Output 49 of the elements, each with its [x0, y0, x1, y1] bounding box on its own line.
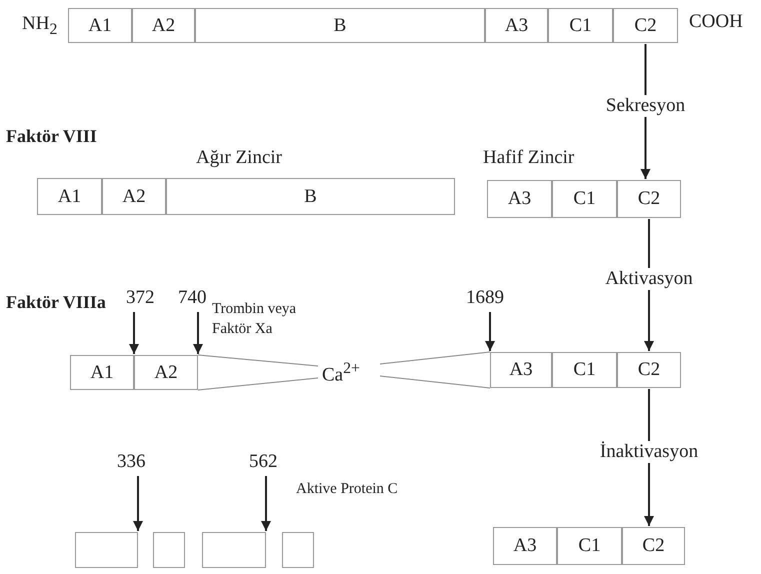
domain-segment: A3 — [485, 8, 548, 43]
residue-number: 336 — [117, 452, 146, 473]
domain-segment: A1 — [70, 355, 134, 390]
domain-segment: B — [166, 178, 455, 215]
domain-segment: C1 — [552, 180, 617, 218]
domain-segment: C2 — [613, 8, 678, 43]
arrow — [485, 312, 495, 351]
domain-segment: C1 — [557, 527, 622, 565]
enzyme-label: Aktive Protein C — [296, 480, 399, 499]
domain-segment: A2 — [102, 178, 166, 215]
domain-segment: C2 — [622, 527, 685, 565]
residue-number: 740 — [178, 288, 206, 309]
terminus-label: COOH — [689, 12, 743, 33]
arrow — [133, 476, 143, 531]
domain-segment: A1 — [68, 8, 132, 43]
fragment-box — [75, 532, 138, 568]
domain-segment: A2 — [132, 8, 195, 43]
arrow — [129, 312, 139, 354]
fragment-box — [153, 532, 185, 568]
edge-label: Aktivasyon — [603, 268, 695, 290]
heading: Faktör VIII — [6, 127, 97, 147]
fragment-box — [202, 532, 266, 568]
connector-line — [198, 354, 318, 366]
connector-line — [380, 352, 490, 364]
domain-segment: B — [195, 8, 485, 43]
domain-segment: A1 — [37, 178, 102, 215]
heading: Faktör VIIIa — [6, 293, 106, 313]
domain-segment: A3 — [490, 352, 552, 388]
chain-label: Hafif Zincir — [483, 148, 574, 169]
domain-segment: C2 — [617, 180, 681, 218]
residue-number: 562 — [249, 452, 278, 473]
arrow — [193, 312, 203, 354]
domain-segment: C1 — [548, 8, 613, 43]
terminus-label: NH$_{2}$ — [22, 14, 58, 38]
residue-number: 372 — [126, 288, 154, 309]
ion-label: Ca$^{2+}$ — [322, 360, 360, 386]
connector-line — [198, 378, 318, 390]
domain-segment: A2 — [134, 355, 198, 390]
fragment-box — [282, 532, 314, 568]
connector-line — [380, 376, 490, 388]
enzyme-label: Trombin veya Faktör Xa — [212, 300, 298, 338]
domain-segment: C2 — [617, 352, 681, 388]
domain-segment: C1 — [552, 352, 617, 388]
domain-segment: A3 — [493, 527, 557, 565]
residue-number: 1689 — [466, 288, 504, 309]
edge-label: İnaktivasyon — [598, 440, 700, 462]
domain-segment: A3 — [487, 180, 552, 218]
chain-label: Ağır Zincir — [196, 148, 282, 169]
arrow — [261, 476, 271, 531]
